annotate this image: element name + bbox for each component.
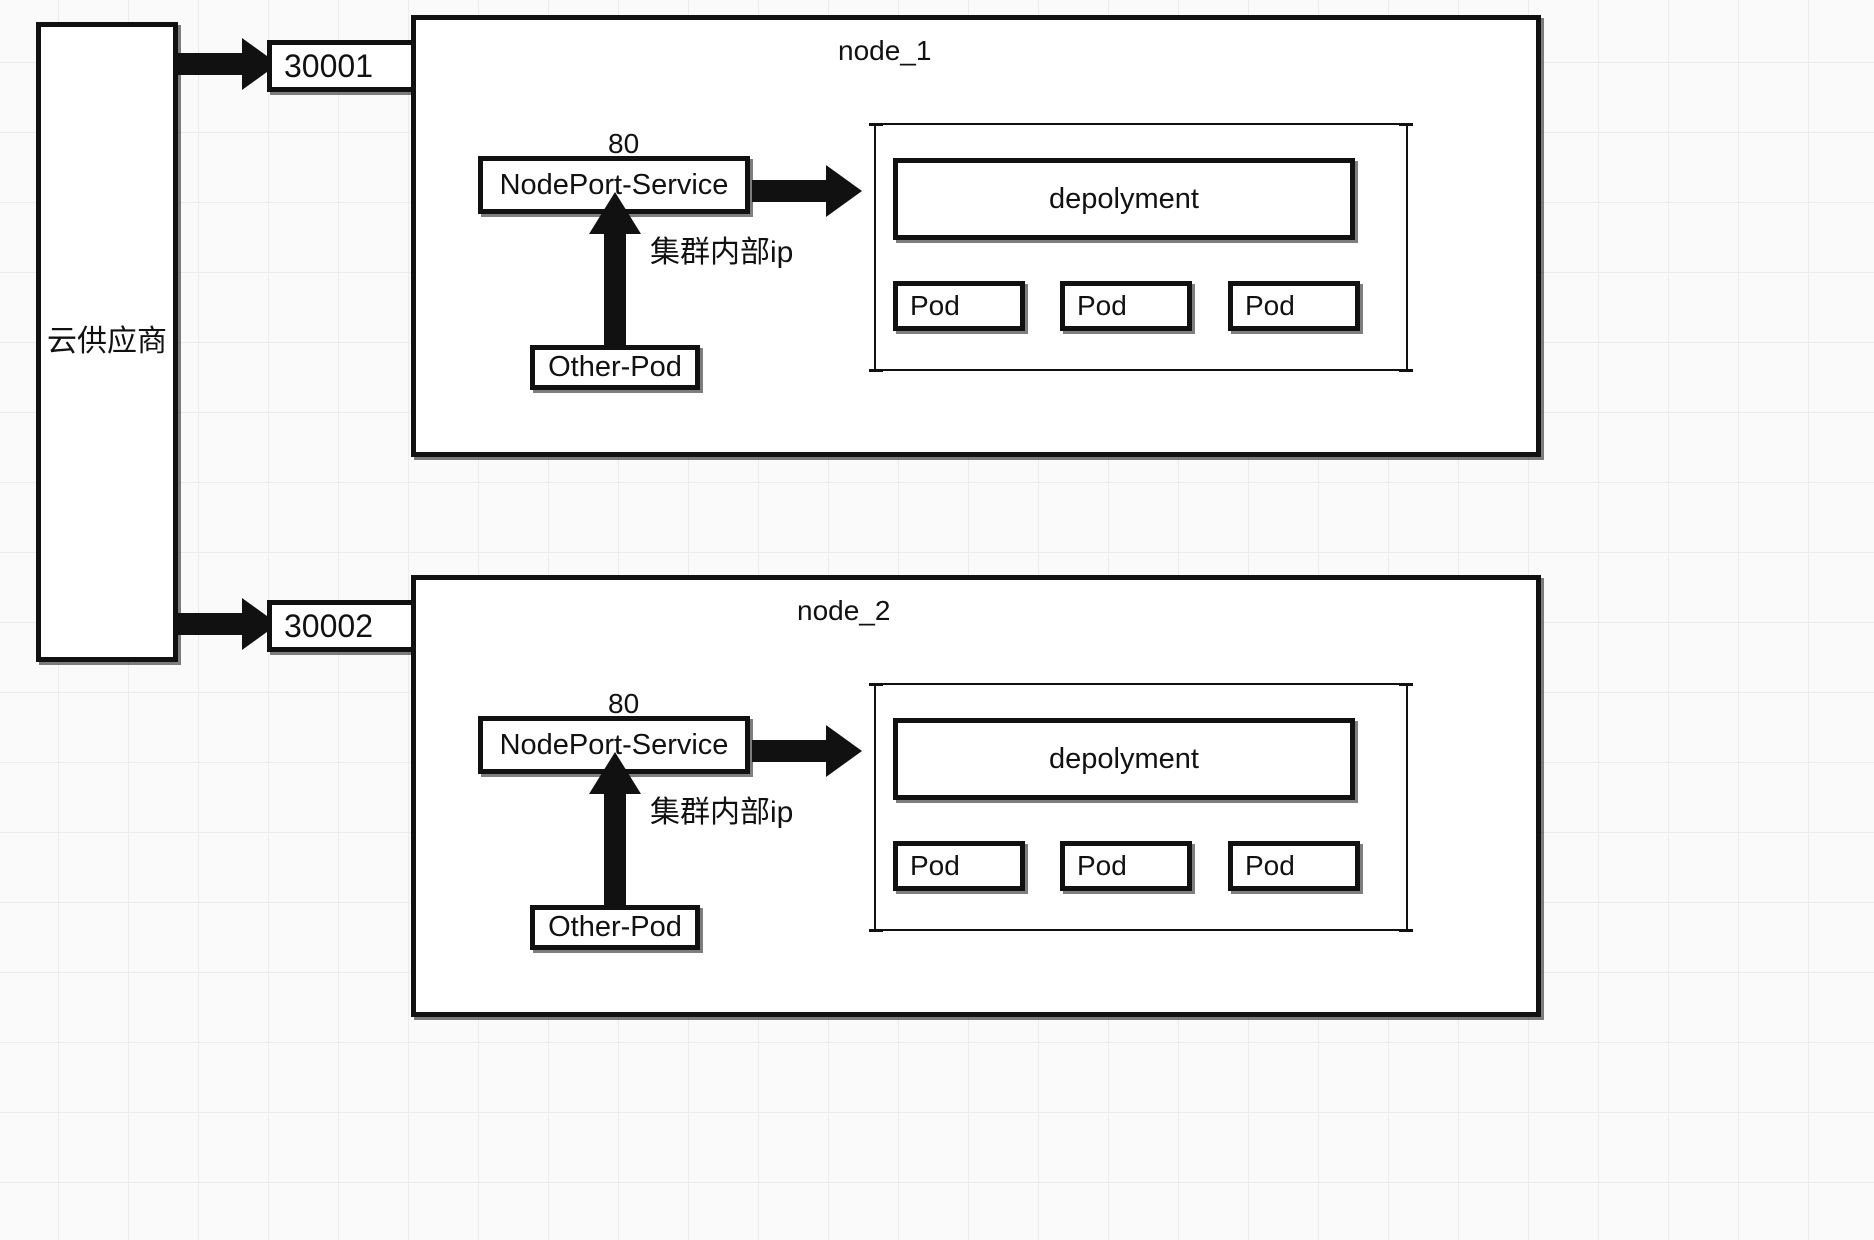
deployment-box-1[interactable]: depolyment	[893, 158, 1355, 240]
service-port-label-1: 80	[608, 128, 640, 159]
port-label-30001: 30001	[284, 48, 373, 84]
pod-box-1-1[interactable]: Pod	[893, 281, 1025, 331]
port-label-30002: 30002	[284, 608, 373, 644]
other-pod-box-2[interactable]: Other-Pod	[530, 905, 700, 950]
pod-box-2-2[interactable]: Pod	[1060, 841, 1192, 891]
pod-group-corner-tick-bl-2	[869, 929, 883, 932]
other-pod-box-1[interactable]: Other-Pod	[530, 345, 700, 390]
pod-box-1-3[interactable]: Pod	[1228, 281, 1360, 331]
pod-label-2-2: Pod	[1077, 850, 1127, 881]
pod-group-corner-tick-br-2	[1399, 929, 1413, 932]
pod-group-corner-tick-tr-1	[1399, 123, 1413, 126]
deployment-label-2: depolyment	[1049, 742, 1199, 775]
pod-group-corner-tick-bl-1	[869, 369, 883, 372]
pod-box-2-1[interactable]: Pod	[893, 841, 1025, 891]
cloud-provider-label: 云供应商	[47, 325, 167, 358]
pod-group-corner-tick-tl-2	[869, 683, 883, 686]
internal-ip-label-2: 集群内部ip	[650, 796, 794, 829]
pod-label-2-1: Pod	[910, 850, 960, 881]
deployment-box-2[interactable]: depolyment	[893, 718, 1355, 800]
node-label-2: node_2	[797, 595, 891, 626]
other-pod-label-1: Other-Pod	[548, 351, 682, 383]
pod-box-2-3[interactable]: Pod	[1228, 841, 1360, 891]
pod-label-1-3: Pod	[1245, 290, 1295, 321]
cloud-provider-box[interactable]: 云供应商	[36, 22, 178, 662]
node-label-1: node_1	[838, 35, 932, 66]
deployment-label-1: depolyment	[1049, 182, 1199, 215]
port-box-30001[interactable]: 30001	[267, 40, 437, 92]
pod-group-container-2	[874, 683, 1408, 931]
internal-ip-label-1: 集群内部ip	[650, 236, 794, 269]
pod-label-1-1: Pod	[910, 290, 960, 321]
pod-group-container-1	[874, 123, 1408, 371]
pod-group-corner-tick-tl-1	[869, 123, 883, 126]
pod-box-1-2[interactable]: Pod	[1060, 281, 1192, 331]
pod-label-2-3: Pod	[1245, 850, 1295, 881]
service-port-label-2: 80	[608, 688, 640, 719]
pod-label-1-2: Pod	[1077, 290, 1127, 321]
pod-group-corner-tick-br-1	[1399, 369, 1413, 372]
other-pod-label-2: Other-Pod	[548, 911, 682, 943]
pod-group-corner-tick-tr-2	[1399, 683, 1413, 686]
